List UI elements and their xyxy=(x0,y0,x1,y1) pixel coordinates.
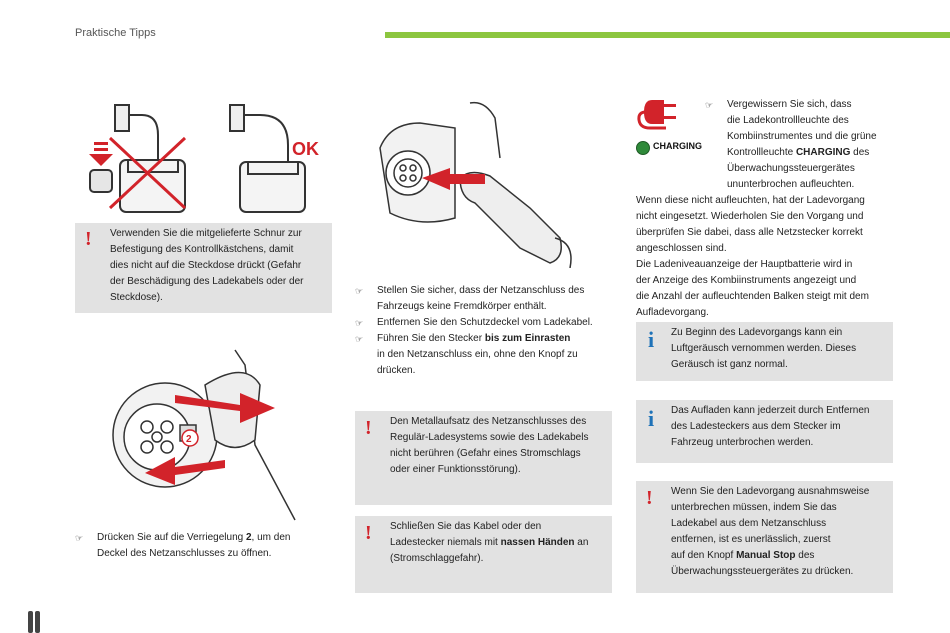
text-line: Aufladevorgang. xyxy=(636,307,709,318)
text-line: angeschlossen sind. xyxy=(636,243,727,254)
text-segment: auf den Knopf xyxy=(671,550,737,561)
bullet-hand-icon: ☞ xyxy=(355,318,364,328)
text-line: die Anzahl der aufleuchtenden Balken ste… xyxy=(636,291,869,302)
bold-segment: 2 xyxy=(245,532,252,543)
text-line: Fahrzeugs keine Fremdkörper enthält. xyxy=(377,301,547,312)
header-accent-bar xyxy=(385,32,950,38)
bullet-insert-plug: ☞ Führen Sie den Stecker bis zum Einrast… xyxy=(355,331,610,379)
info-icon: i xyxy=(648,327,655,352)
plug-insertion-illustration xyxy=(379,101,572,268)
text-line: Die Ladeniveauanzeige der Hauptbatterie … xyxy=(636,259,853,270)
text-line: Zu Beginn des Ladevorgangs kann ein xyxy=(671,327,843,338)
text-segment: des xyxy=(850,147,870,158)
bullet-open-cover: ☞ Drücken Sie auf die Verriegelung 2, um… xyxy=(75,530,325,562)
warning-box-wet-hands: ! Schließen Sie das Kabel oder den Lades… xyxy=(355,516,612,593)
warning-icon: ! xyxy=(85,228,92,250)
charging-port-flap-illustration: 2 xyxy=(112,349,296,521)
text-segment: Kontrollleuchte xyxy=(727,147,796,158)
text-line: Überwachungssteuergerätes zu drücken. xyxy=(671,566,854,577)
text-line: in den Netzanschluss ein, ohne den Knopf… xyxy=(377,349,578,360)
text-line: Verwenden Sie die mitgelieferte Schnur z… xyxy=(110,228,302,239)
text-line: Steckdose). xyxy=(110,292,163,303)
text-segment: Drücken Sie auf die Verriegelung xyxy=(97,532,246,543)
charging-label: CHARGING xyxy=(653,141,702,151)
bold-segment: nassen Händen xyxy=(500,537,575,548)
bullet-verify-lights: ☞ Vergewissern Sie sich, dass die Ladeko… xyxy=(705,97,905,193)
text-line: überprüfen Sie dabei, dass alle Netzstec… xyxy=(636,227,863,238)
text-segment: Ladestecker niemals mit xyxy=(390,537,501,548)
plug-warning-icon xyxy=(637,100,676,130)
info-icon: i xyxy=(648,406,655,431)
text-line: Entfernen Sie den Schutzdeckel vom Ladek… xyxy=(377,317,593,328)
text-segment: , um den xyxy=(251,532,291,543)
text-line: des Ladesteckers aus dem Stecker im xyxy=(671,421,841,432)
text-line: Fahrzeug unterbrochen werden. xyxy=(671,437,814,448)
text-line: Ladekabel aus dem Netzanschluss xyxy=(671,518,827,529)
callout-number: 2 xyxy=(186,434,192,445)
text-line: Befestigung des Kontrollkästchens, damit xyxy=(110,244,294,255)
text-line: drücken. xyxy=(377,365,416,376)
bold-segment: Manual Stop xyxy=(736,550,796,561)
text-line: Regulär-Ladesystems sowie des Ladekabels xyxy=(390,432,589,443)
bullet-remove-cap: ☞ Entfernen Sie den Schutzdeckel vom Lad… xyxy=(355,315,610,331)
ok-label: OK xyxy=(292,139,319,159)
bullet-hand-icon: ☞ xyxy=(705,100,714,110)
text-line: ununterbrochen aufleuchten. xyxy=(727,179,855,190)
warning-box-metal-contacts: ! Den Metallaufsatz des Netzanschlusses … xyxy=(355,411,612,505)
bold-segment: bis zum Einrasten xyxy=(484,333,571,344)
text-line: nicht berühren (Gefahr eines Stromschlag… xyxy=(390,448,581,459)
warning-icon: ! xyxy=(365,417,372,439)
text-line: Den Metallaufsatz des Netzanschlusses de… xyxy=(390,416,587,427)
text-segment: an xyxy=(574,537,589,548)
text-line: unterbrechen müssen, indem Sie das xyxy=(671,502,837,513)
bullet-hand-icon: ☞ xyxy=(355,286,364,296)
text-line: Überwachungssteuergerätes xyxy=(727,163,855,174)
bold-segment: CHARGING xyxy=(795,147,851,158)
cable-fastening-illustration: OK xyxy=(89,104,319,213)
text-line: entfernen, ist es unerlässlich, zuerst xyxy=(671,534,831,545)
page-number-mark xyxy=(28,603,42,633)
info-box-interrupt-charge: i Das Aufladen kann jederzeit durch Entf… xyxy=(636,400,893,463)
text-line: Luftgeräusch vernommen werden. Dieses xyxy=(671,343,857,354)
text-line: (Stromschlaggefahr). xyxy=(390,553,484,564)
text-line: Stellen Sie sicher, dass der Netzanschlu… xyxy=(377,285,585,296)
bullet-hand-icon: ☞ xyxy=(355,334,364,344)
bullet-hand-icon: ☞ xyxy=(75,533,84,543)
text-line: Schließen Sie das Kabel oder den xyxy=(390,521,542,532)
text-line: oder einer Funktionsstörung). xyxy=(390,464,521,475)
text-line: Wenn diese nicht aufleuchten, hat der La… xyxy=(636,195,865,206)
info-box-air-noise: i Zu Beginn des Ladevorgangs kann ein Lu… xyxy=(636,322,893,381)
warning-icon: ! xyxy=(365,522,372,544)
charging-light-icon xyxy=(636,141,650,155)
text-line: der Beschädigung des Ladekabels oder der xyxy=(110,276,304,287)
text-line: Wenn Sie den Ladevorgang ausnahmsweise xyxy=(671,486,870,497)
charging-explanation-paragraph: Wenn diese nicht aufleuchten, hat der La… xyxy=(636,193,896,321)
warning-box-cable: ! Verwenden Sie die mitgelieferte Schnur… xyxy=(75,223,332,313)
page-header-title: Praktische Tipps xyxy=(75,27,156,39)
text-line: Deckel des Netzanschlusses zu öffnen. xyxy=(97,548,272,559)
text-line: der Anzeige des Kombiinstruments angezei… xyxy=(636,275,857,286)
text-line: Das Aufladen kann jederzeit durch Entfer… xyxy=(671,405,870,416)
text-line: Vergewissern Sie sich, dass xyxy=(727,99,852,110)
warning-icon: ! xyxy=(646,487,653,509)
text-segment: Führen Sie den Stecker xyxy=(377,333,485,344)
text-line: Kombiinstrumentes und die grüne xyxy=(727,131,877,142)
bullet-check-connector: ☞ Stellen Sie sicher, dass der Netzansch… xyxy=(355,283,610,315)
text-line: die Ladekontrollleuchte des xyxy=(727,115,849,126)
text-segment: des xyxy=(795,550,815,561)
text-line: Geräusch ist ganz normal. xyxy=(671,359,788,370)
text-line: dies nicht auf die Steckdose drückt (Gef… xyxy=(110,260,302,271)
text-line: nicht eingesetzt. Wiederholen Sie den Vo… xyxy=(636,211,864,222)
warning-box-manual-stop: ! Wenn Sie den Ladevorgang ausnahmsweise… xyxy=(636,481,893,593)
